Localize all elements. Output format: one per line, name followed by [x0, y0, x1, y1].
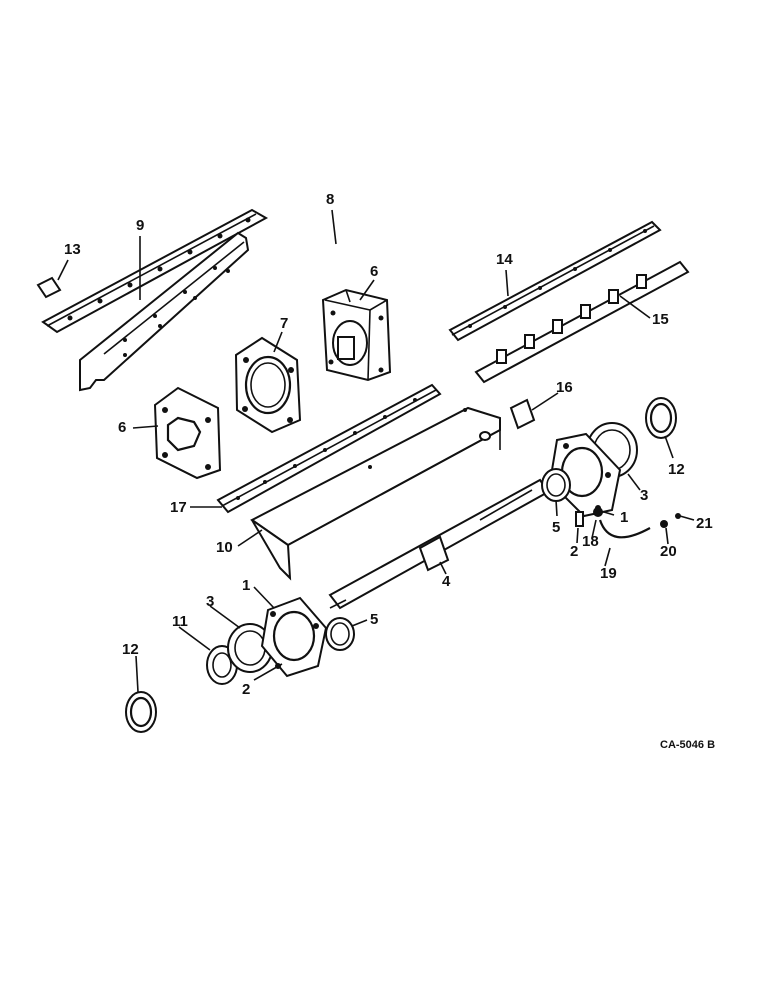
part-9-bar [41, 208, 269, 334]
callout-5-left: 5 [370, 611, 378, 628]
part-3-left-bearing [227, 623, 273, 673]
callout-18: 18 [582, 533, 599, 550]
part-16-plate [509, 398, 536, 430]
part-19-hose [598, 513, 681, 539]
callout-labels: 13 9 8 6 7 6 14 15 16 17 10 12 3 1 5 2 1… [64, 191, 713, 698]
part-12-left-ring [125, 691, 157, 733]
callout-16: 16 [556, 379, 573, 396]
part-10-shield [250, 406, 501, 581]
part-14-bar [448, 220, 662, 342]
callout-1-right: 1 [620, 509, 628, 526]
leader-lines [57, 209, 695, 693]
part-1-left-flange [260, 596, 328, 678]
callout-2-left: 2 [242, 681, 250, 698]
callout-12-right: 12 [668, 461, 685, 478]
callout-7: 7 [280, 315, 288, 332]
callout-6-upper: 6 [370, 263, 378, 280]
callout-3-right: 3 [640, 487, 648, 504]
callout-1-left: 1 [242, 577, 250, 594]
callout-21: 21 [696, 515, 713, 532]
part-6-upper-housing [321, 288, 392, 382]
callout-15: 15 [652, 311, 669, 328]
callout-12-left: 12 [122, 641, 139, 658]
drawing-code: CA-5046 B [660, 739, 715, 751]
callout-8: 8 [326, 191, 334, 208]
callout-6-lower: 6 [118, 419, 126, 436]
callout-9: 9 [136, 217, 144, 234]
part-2-18-fittings [575, 507, 603, 527]
part-17-bar [216, 383, 442, 514]
callout-2-right: 2 [570, 543, 578, 560]
callout-14: 14 [496, 251, 513, 268]
callout-17: 17 [170, 499, 187, 516]
callout-11: 11 [172, 613, 188, 630]
callout-4: 4 [442, 573, 451, 590]
part-6-lower-housing [153, 386, 222, 480]
callout-19: 19 [600, 565, 617, 582]
part-12-right-ring [645, 397, 677, 439]
callout-10: 10 [216, 539, 233, 556]
part-8-angle-channel [79, 231, 250, 392]
callout-5-right: 5 [552, 519, 560, 536]
callout-20: 20 [660, 543, 677, 560]
part-5-left-ring [325, 617, 355, 651]
callout-13: 13 [64, 241, 81, 258]
part-13-plate [36, 276, 62, 299]
part-7-flange [234, 336, 302, 434]
callout-3-left: 3 [206, 593, 214, 610]
part-5-right-ring [541, 468, 571, 502]
part-15-clip-bar [474, 260, 690, 384]
